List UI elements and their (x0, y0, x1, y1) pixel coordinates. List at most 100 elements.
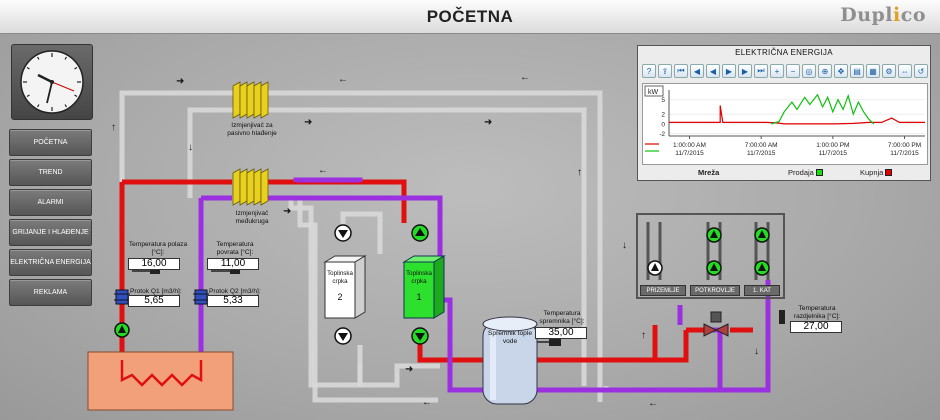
x-tick-time-label: 1:00:00 AM (673, 142, 706, 149)
help-icon[interactable]: ? (642, 64, 656, 78)
cold-pipes (198, 177, 771, 393)
arrow-right-icon: ➜ (283, 206, 291, 217)
pan-icon[interactable]: ✥ (834, 64, 848, 78)
prev-icon[interactable]: ◀ (690, 64, 704, 78)
zoom-fit-icon[interactable]: ⊕ (818, 64, 832, 78)
hx-intermediate-label: Izmjenjivač međukruga (235, 210, 269, 225)
dist-temp-value: 27,00 (790, 321, 842, 333)
legend-sell-entry: Prodaja (788, 168, 823, 177)
series-prodaja-line (771, 93, 875, 125)
zone-pump-1kat-top-icon (754, 227, 770, 243)
export-icon[interactable]: ⇪ (658, 64, 672, 78)
temp-sensor-return-icon (211, 268, 240, 274)
zone-potkrovlje-button[interactable]: POTKROVLJE (690, 285, 740, 296)
range-icon[interactable]: ⇔ (898, 64, 912, 78)
y-tick-label: -2 (659, 131, 665, 138)
settings-icon[interactable]: ⚙ (882, 64, 896, 78)
pump-hp2-top-icon (334, 224, 352, 242)
last-icon[interactable]: ⏭ (754, 64, 768, 78)
heat-pump-2-label: Toplinska crpka (327, 270, 353, 285)
y-tick-label: 2 (661, 112, 665, 119)
x-tick-time-label: 1:00:00 PM (816, 142, 849, 149)
arrow-down-icon: ↓ (754, 346, 759, 357)
unit-label-box (644, 85, 664, 97)
chart-toolbar: ?⇪⏮◀◀▶▶⏭+−◎⊕✥▤▦⚙⇔↺ (642, 64, 928, 81)
legend-sell-swatch (815, 169, 823, 176)
arrow-up-icon: ↑ (641, 330, 646, 341)
tank-temp-label: Temperatura spremnika [°C]: (539, 310, 585, 325)
y-tick-label: 0 (661, 121, 665, 128)
reset-icon[interactable]: ↺ (914, 64, 928, 78)
zone-pump-prizemlje-icon (647, 260, 663, 276)
zone-prizemlje-button[interactable]: PRIZEMLJE (640, 285, 686, 296)
y-tick-label: 5 (661, 97, 665, 104)
arrow-up-icon: ↑ (577, 167, 582, 178)
arrow-left-icon: ← (318, 165, 328, 176)
x-tick-time-label: 7:00:00 PM (888, 142, 921, 149)
first-icon[interactable]: ⏮ (674, 64, 688, 78)
analog-clock (11, 44, 93, 120)
arrow-left-icon: ← (520, 72, 530, 83)
hx-passive-label: Izmjenjivač za pasivno hlađenje (227, 122, 277, 137)
nav-grijanje-button[interactable]: GRIJANJE I HLAĐENJE (9, 219, 92, 246)
arrow-left-icon: ← (648, 398, 658, 409)
arrow-right-icon: ➜ (484, 117, 492, 128)
x-tick-date-label: 11/7/2015 (747, 150, 776, 157)
flow-meter-q2-icon (193, 289, 209, 305)
supply-temp-label: Temperatura polaza [°C]: (128, 241, 188, 256)
arrow-right-icon: ➜ (304, 117, 312, 128)
x-tick-time-label: 7:00:00 AM (745, 142, 778, 149)
temp-sensor-distributor-icon (779, 310, 785, 324)
supply-temp-value: 16,00 (128, 258, 180, 270)
next-icon[interactable]: ▶ (738, 64, 752, 78)
zoom-reset-icon[interactable]: ◎ (802, 64, 816, 78)
heat-pump-1-label: Toplinska crpka (406, 270, 432, 285)
nav-reklama-button[interactable]: REKLAMA (9, 279, 92, 306)
series-kupnja-line (669, 105, 925, 125)
distributor-box (636, 213, 785, 299)
temp-sensor-supply-icon (132, 268, 160, 274)
page-title: POČETNA (426, 7, 514, 26)
hot-water-tank (482, 316, 538, 405)
heat-pump-2-number: 2 (337, 292, 343, 302)
legend-sell-label: Prodaja (788, 168, 814, 177)
header-bar: POČETNA Duplico (0, 0, 940, 34)
next-fast-icon[interactable]: ▶ (722, 64, 736, 78)
zoom-out-icon[interactable]: − (786, 64, 800, 78)
pump-q1-icon (114, 322, 130, 338)
prev-fast-icon[interactable]: ◀ (706, 64, 720, 78)
legend-buy-label: Kupnja (860, 168, 884, 177)
zone-1kat-button[interactable]: 1. KAT (744, 285, 780, 296)
heat-pump-1-number: 1 (416, 292, 422, 302)
nav-elektricna-button[interactable]: ELEKTRIČNA ENERGIJA (9, 249, 92, 276)
nav-trend-button[interactable]: TREND (9, 159, 92, 186)
flow-arrows: ➜ ← ← ➜ ➜ ↑ ↓ ➜ ← ↑ ↓ ➜ ← ← ↑ ↓ (111, 72, 759, 409)
return-temp-label: Temperatura povrata [°C]: (216, 241, 254, 256)
floor-heating-coil (120, 360, 203, 387)
heat-pump-2-unit (323, 255, 367, 319)
zone-pump-potkrovlje-bottom-icon (706, 260, 722, 276)
arrow-left-icon: ← (422, 397, 432, 408)
grid-icon[interactable]: ▦ (866, 64, 880, 78)
arrow-right-icon: ➜ (176, 76, 184, 87)
legend-buy-swatch (885, 169, 893, 176)
arrow-down-icon: ↓ (622, 240, 627, 251)
heat-exchanger-passive-icon (232, 81, 269, 119)
return-temp-value: 11,00 (207, 258, 259, 270)
nav-pocetna-button[interactable]: POČETNA (9, 129, 92, 156)
flow-q1-label: Protok Q1 [m3/h]: (130, 288, 182, 295)
arrow-up-icon: ↑ (111, 122, 116, 133)
select-icon[interactable]: ▤ (850, 64, 864, 78)
company-logo: Duplico (840, 4, 926, 26)
legend-buy-entry: Kupnja (860, 168, 893, 177)
flow-q2-value: 5,33 (207, 295, 259, 307)
nav-alarmi-button[interactable]: ALARMI (9, 189, 92, 216)
x-tick-date-label: 11/7/2015 (890, 150, 919, 157)
zone-pump-1kat-bottom-icon (754, 260, 770, 276)
zoom-in-icon[interactable]: + (770, 64, 784, 78)
flow-q2-label: Protok Q2 [m3/h]: (209, 288, 261, 295)
heat-exchanger-intermediate-icon (232, 168, 269, 206)
legend-name: Mreža (698, 168, 720, 177)
